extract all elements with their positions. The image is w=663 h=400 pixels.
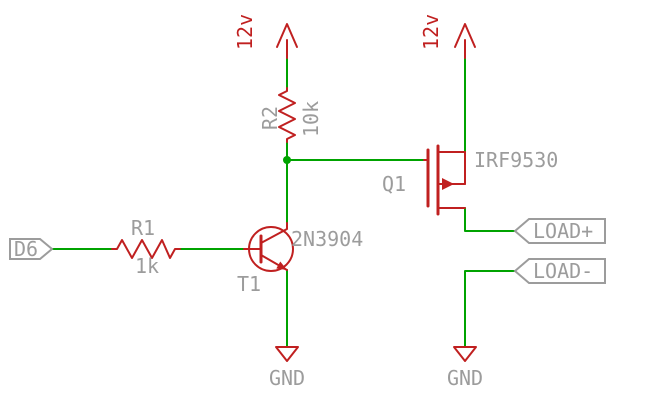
load-plus-flag: LOAD+: [513, 218, 606, 244]
supply-arrow-icon: [276, 23, 298, 48]
gnd-triangle-icon: [275, 346, 299, 362]
nets: [51, 57, 516, 348]
supply-arrow-icon: [454, 23, 476, 48]
gnd-symbol-left: GND: [269, 346, 305, 390]
emitter-arrow-icon: [276, 261, 287, 270]
transistor-part: 2N3904: [291, 227, 363, 251]
supply-12v-left: 12v: [233, 14, 298, 59]
resistor-ref: R2: [258, 106, 282, 130]
resistor-ref: R1: [131, 216, 155, 240]
resistor-zigzag: [111, 239, 181, 259]
flag-label: LOAD+: [533, 219, 593, 243]
gnd-label: GND: [269, 366, 305, 390]
resistor-zigzag: [278, 87, 296, 143]
input-flag-d6: D6: [9, 237, 54, 261]
flag-outline: [513, 258, 606, 284]
supply-12v-right: 12v: [419, 14, 476, 59]
flag-label: LOAD-: [533, 259, 593, 283]
gnd-triangle-icon: [453, 346, 477, 362]
resistor-value: 10k: [299, 101, 323, 137]
flag-outline: [9, 238, 54, 260]
load-minus-flag: LOAD-: [513, 258, 606, 284]
resistor-value: 1k: [135, 254, 159, 278]
flag-outline: [513, 218, 606, 244]
mosfet-q1: Q1 IRF9530: [382, 144, 558, 216]
resistor-r1: R1 1k: [111, 216, 181, 278]
mosfet-ref: Q1: [382, 172, 406, 196]
resistor-r2: R2 10k: [258, 87, 323, 143]
npn-transistor-t1: T1 2N3904: [237, 222, 363, 296]
transistor-ref: T1: [237, 272, 261, 296]
collector-lead: [260, 222, 288, 244]
flag-label: D6: [14, 237, 38, 261]
supply-label: 12v: [233, 14, 257, 50]
gnd-label: GND: [447, 366, 483, 390]
supply-label: 12v: [419, 14, 443, 50]
gnd-symbol-right: GND: [447, 346, 483, 390]
wire-loadminus-to-gnd: [464, 270, 516, 348]
mosfet-part: IRF9530: [474, 148, 558, 172]
body-diode-arrow-icon: [442, 178, 454, 190]
junction-dot: [283, 156, 291, 164]
wire-drain-to-loadplus: [464, 207, 516, 232]
